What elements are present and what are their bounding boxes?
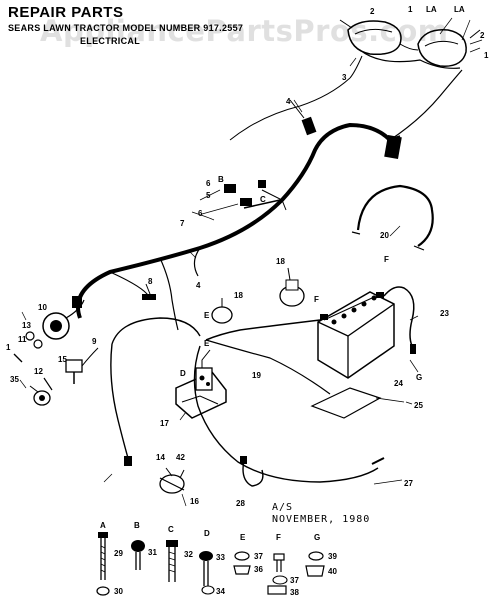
fuse-cap-18b — [211, 298, 233, 324]
connector-8 — [142, 283, 156, 300]
callout-17: 17 — [160, 419, 169, 428]
battery-pad-25 — [310, 387, 405, 419]
ground-wire-28 — [240, 456, 264, 487]
callout-8: 8 — [148, 277, 153, 286]
key-C-row: C — [168, 525, 174, 534]
callout-24: 24 — [394, 379, 403, 388]
revision-stamp: A/S NOVEMBER, 1980 — [272, 502, 370, 526]
key-F: F — [314, 295, 319, 304]
hardware-screw-f — [267, 553, 288, 595]
ground-cable-27 — [193, 345, 385, 483]
callout-35: 35 — [10, 375, 19, 384]
leader-lines — [19, 17, 483, 507]
callout-38: 38 — [290, 588, 299, 597]
section-name: ELECTRICAL — [80, 36, 140, 46]
callout-6: 6 — [198, 209, 203, 218]
key-D-row: D — [204, 529, 210, 538]
callout-1: 1 — [408, 5, 413, 14]
callout-4b: 4 — [196, 281, 201, 290]
ignition-switch-10 — [42, 296, 85, 340]
callout-9: 9 — [92, 337, 97, 346]
callout-1c: 1 — [6, 343, 11, 352]
callout-14: 14 — [156, 453, 165, 462]
callout-25: 25 — [414, 401, 423, 410]
callout-27: 27 — [404, 479, 413, 488]
revision-date: NOVEMBER, 1980 — [272, 514, 371, 525]
cable-9 — [110, 317, 201, 466]
key-F-b: F — [384, 255, 389, 264]
callout-31: 31 — [148, 548, 157, 557]
callout-6b: 6 — [206, 179, 211, 188]
key-E-row: E — [240, 533, 246, 542]
connector-4 — [289, 99, 317, 136]
key-C: C — [260, 195, 266, 204]
letter-keys: LA LA B C E E F F G D A B C D E F G — [100, 5, 465, 542]
fuse-holder-16 — [159, 467, 185, 494]
revision-code: A/S — [272, 502, 294, 513]
fuse-cap-18 — [279, 267, 305, 307]
callout-4: 4 — [286, 97, 291, 106]
battery-24 — [317, 291, 395, 379]
key-B: B — [218, 175, 224, 184]
callout-34: 34 — [216, 587, 225, 596]
callout-13: 13 — [22, 321, 31, 330]
key-LA-b: LA — [454, 5, 465, 14]
model-subtitle: SEARS LAWN TRACTOR MODEL NUMBER 917.2557 — [8, 23, 244, 33]
key-F-row: F — [276, 533, 281, 542]
key-LA: LA — [426, 5, 437, 14]
harness-clip-20 — [351, 184, 434, 251]
callout-12: 12 — [34, 367, 43, 376]
page-title: REPAIR PARTS — [8, 4, 124, 21]
key-G-row: G — [314, 533, 320, 542]
battery-cables — [205, 286, 416, 395]
callout-15: 15 — [58, 355, 67, 364]
callout-7: 7 — [180, 219, 185, 228]
callout-32: 32 — [184, 550, 193, 559]
wiring-harness-7 — [76, 69, 463, 331]
callout-33: 33 — [216, 553, 225, 562]
callout-1b: 1 — [484, 51, 489, 60]
callout-2: 2 — [370, 7, 375, 16]
key-E: E — [204, 311, 210, 320]
hardware-bolt-a — [96, 532, 110, 596]
callout-28: 28 — [236, 499, 245, 508]
starter-solenoid-17 — [175, 349, 227, 419]
callout-2b: 2 — [480, 31, 485, 40]
callout-36: 36 — [254, 565, 263, 574]
callout-19: 19 — [252, 371, 261, 380]
key-D: D — [180, 369, 186, 378]
callout-18: 18 — [276, 257, 285, 266]
hardware-bolt-c — [166, 540, 178, 582]
hardware-nuts-e — [233, 551, 251, 575]
callout-16: 16 — [190, 497, 199, 506]
callout-18b: 18 — [234, 291, 243, 300]
callout-20: 20 — [380, 231, 389, 240]
headlight-assembly — [339, 19, 481, 79]
callout-23: 23 — [440, 309, 449, 318]
callout-40: 40 — [328, 567, 337, 576]
hardware-bolt-d — [199, 551, 215, 595]
callout-29: 29 — [114, 549, 123, 558]
hardware-bolt-b — [131, 540, 145, 570]
callout-42: 42 — [176, 453, 185, 462]
key-A-row: A — [100, 521, 106, 530]
callout-11: 11 — [18, 335, 27, 344]
connector-5-6 — [224, 180, 287, 211]
callout-5: 5 — [206, 191, 211, 200]
part-callouts: 2 1 2 1 3 4 5 6 6 7 8 4 18 18 20 23 24 2… — [6, 5, 489, 597]
callout-39: 39 — [328, 552, 337, 561]
light-switch-9 — [65, 347, 99, 384]
key-E-b: E — [204, 339, 210, 348]
callout-30: 30 — [114, 587, 123, 596]
key-G: G — [416, 373, 422, 382]
hardware-nuts-g — [305, 551, 325, 577]
callout-37b: 37 — [290, 576, 299, 585]
key-B-row: B — [134, 521, 140, 530]
callout-10: 10 — [38, 303, 47, 312]
callout-37: 37 — [254, 552, 263, 561]
small-parts-left — [13, 331, 53, 406]
callout-3: 3 — [342, 73, 347, 82]
